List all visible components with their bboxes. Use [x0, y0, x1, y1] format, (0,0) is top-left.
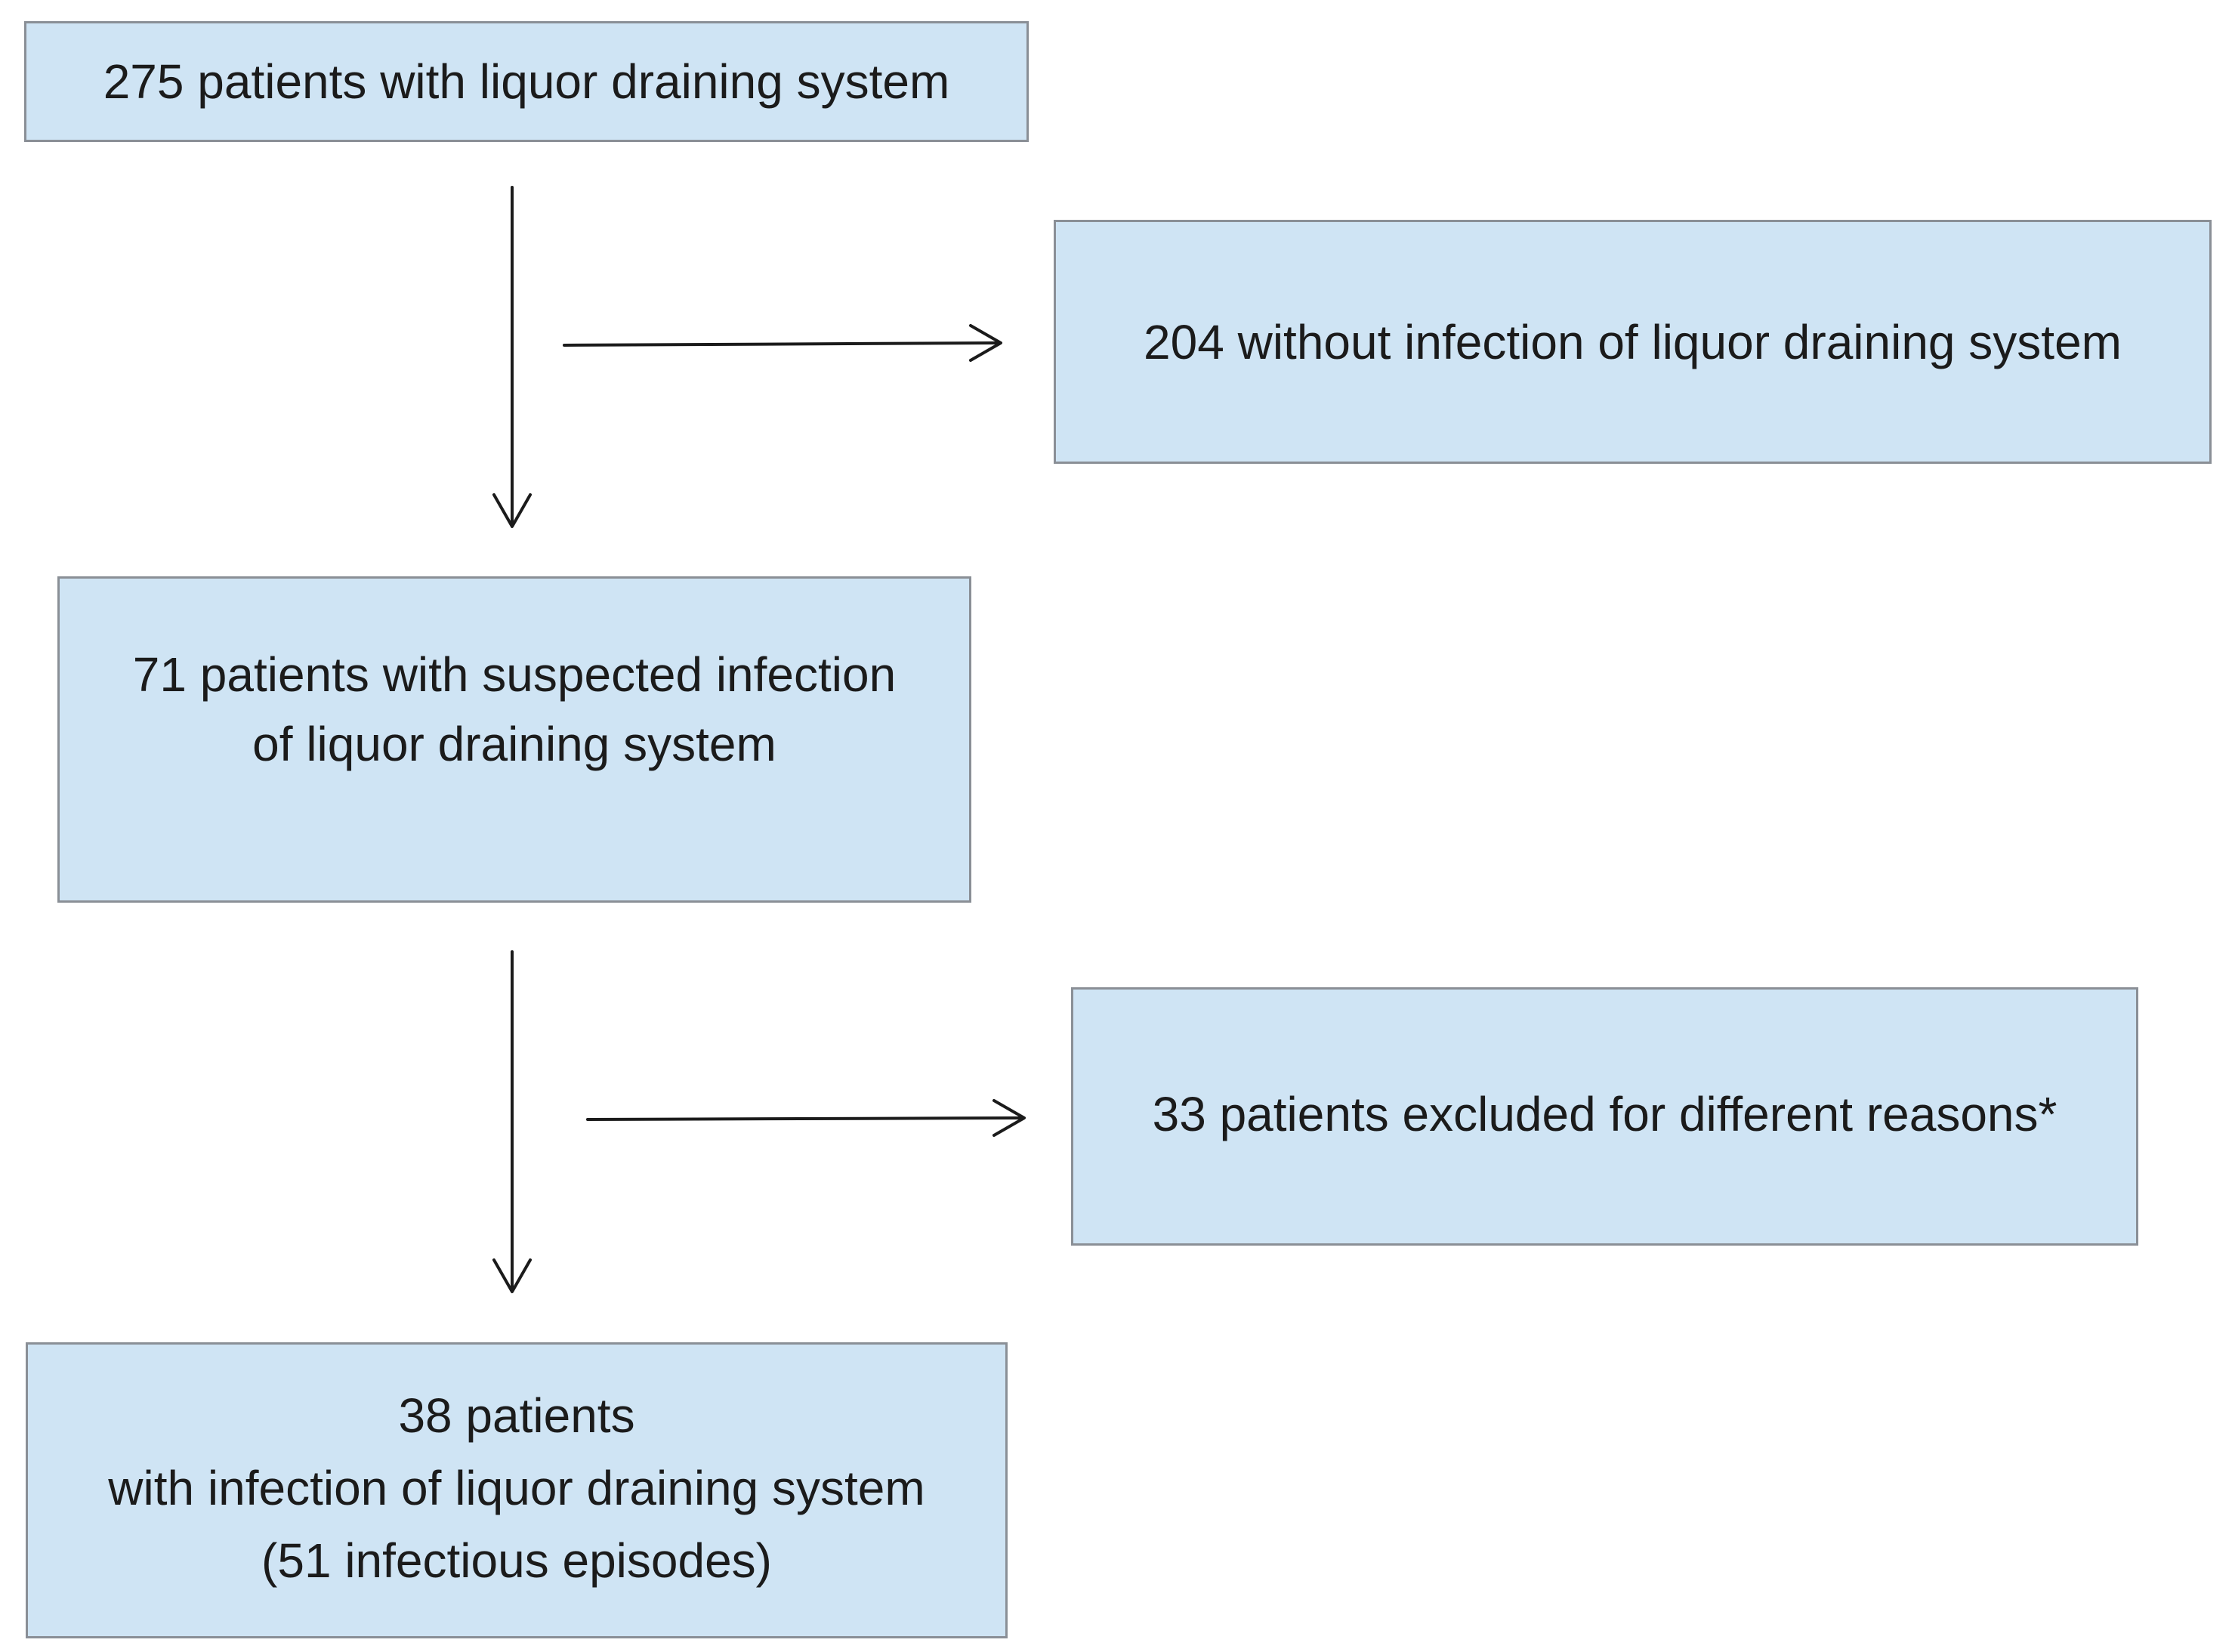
box-excluded-line-1: 33 patients excluded for different reaso… [1152, 1087, 2057, 1141]
box-excluded-text: 33 patients excluded for different reaso… [1153, 1079, 2057, 1149]
arrow-right-1 [563, 324, 1002, 362]
box-suspected-line-2: of liquor draining system [252, 717, 776, 771]
box-start-line-1: 275 patients with liquor draining system [103, 54, 950, 109]
box-excluded: 33 patients excluded for different reaso… [1071, 987, 2138, 1246]
box-infected: 38 patients with infection of liquor dra… [26, 1342, 1008, 1638]
box-infected-text: 38 patients with infection of liquor dra… [108, 1379, 925, 1597]
box-infected-line-3: (51 infectious episodes) [261, 1533, 772, 1588]
box-infected-line-1: 38 patients [398, 1388, 635, 1443]
box-infected-line-2: with infection of liquor draining system [108, 1461, 925, 1515]
box-suspected-infection: 71 patients with suspected infection of … [57, 576, 971, 903]
arrow-down-2 [492, 950, 532, 1293]
box-start-cohort: 275 patients with liquor draining system [24, 21, 1029, 142]
box-suspected-text: 71 patients with suspected infection of … [133, 640, 896, 779]
box-no-infection-line-1: 204 without infection of liquor draining… [1144, 314, 2122, 369]
box-no-infection: 204 without infection of liquor draining… [1054, 220, 2212, 464]
box-start-text: 275 patients with liquor draining system [103, 47, 950, 116]
arrow-right-2 [586, 1099, 1026, 1137]
box-suspected-line-1: 71 patients with suspected infection [132, 647, 897, 702]
arrow-down-1 [492, 186, 532, 528]
box-no-infection-text: 204 without infection of liquor draining… [1144, 307, 2122, 377]
